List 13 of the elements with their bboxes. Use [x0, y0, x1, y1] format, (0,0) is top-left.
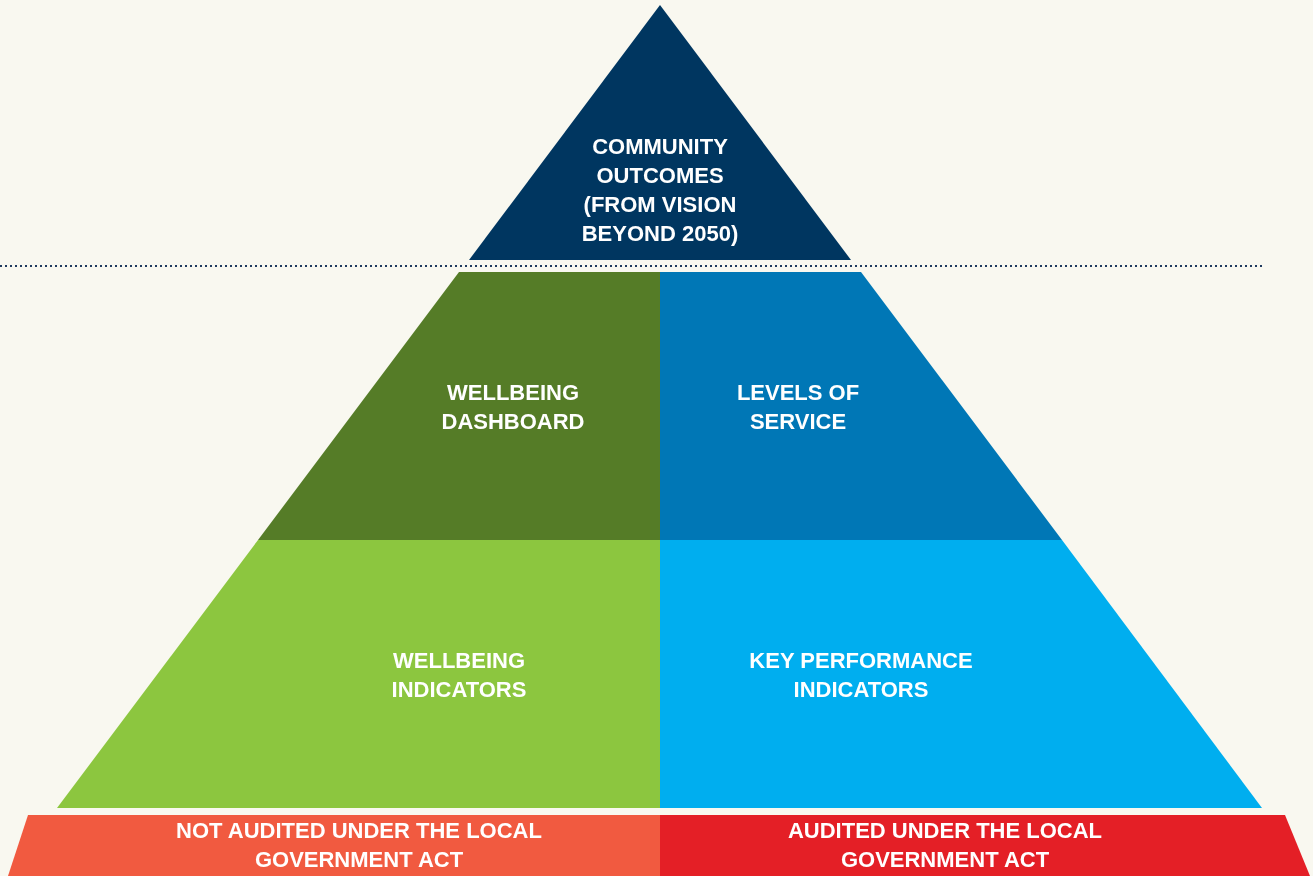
segment-label: WELLBEING INDICATORS — [390, 647, 528, 704]
pyramid-segment — [660, 540, 1262, 808]
pyramid-segment — [660, 272, 1062, 540]
segment-label: NOT AUDITED UNDER THE LOCAL GOVERNMENT ACT — [175, 817, 543, 874]
base-band — [660, 815, 1310, 876]
segment-label: COMMUNITY OUTCOMES (FROM VISION BEYOND 2050) — [580, 133, 740, 248]
segment-label: KEY PERFORMANCE INDICATORS — [748, 647, 974, 704]
segment-label: LEVELS OF SERVICE — [735, 379, 861, 436]
segment-label: WELLBEING DASHBOARD — [440, 379, 586, 436]
pyramid-segment — [258, 272, 660, 540]
base-band — [8, 815, 660, 876]
segment-label: AUDITED UNDER THE LOCAL GOVERNMENT ACT — [786, 817, 1104, 874]
pyramid-segment — [57, 540, 660, 808]
